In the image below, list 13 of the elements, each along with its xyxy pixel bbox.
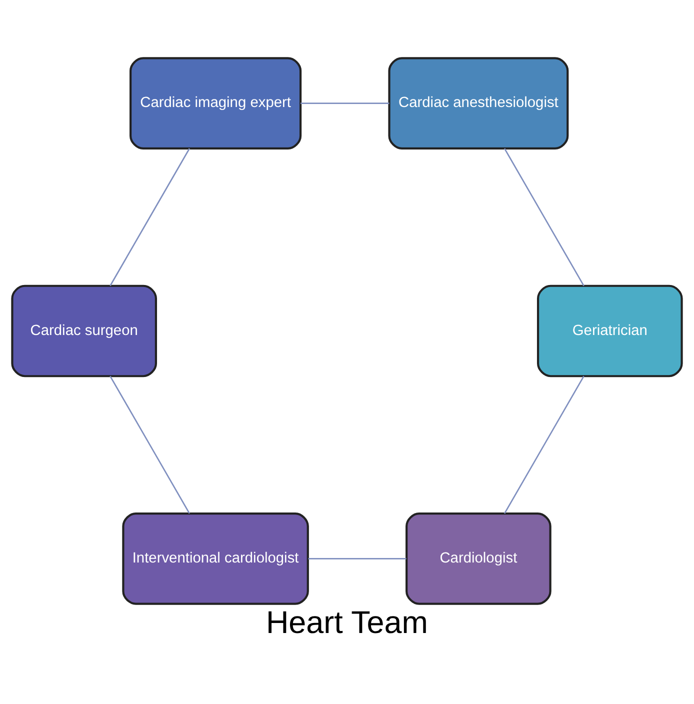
connector: [110, 148, 190, 286]
connector: [504, 375, 584, 514]
node-box: Cardiac surgeon: [11, 284, 158, 377]
connector: [504, 148, 584, 286]
connector: [300, 102, 390, 104]
node-box: Interventional cardiologist: [122, 512, 309, 604]
diagram-title: Heart Team: [266, 604, 428, 640]
node-box: Cardiac imaging expert: [130, 56, 302, 149]
connector: [308, 557, 406, 559]
node-box: Cardiologist: [406, 512, 552, 604]
node-box: Cardiac anesthesiologist: [388, 56, 569, 149]
connector: [110, 375, 190, 514]
node-box: Geriatrician: [536, 284, 683, 377]
